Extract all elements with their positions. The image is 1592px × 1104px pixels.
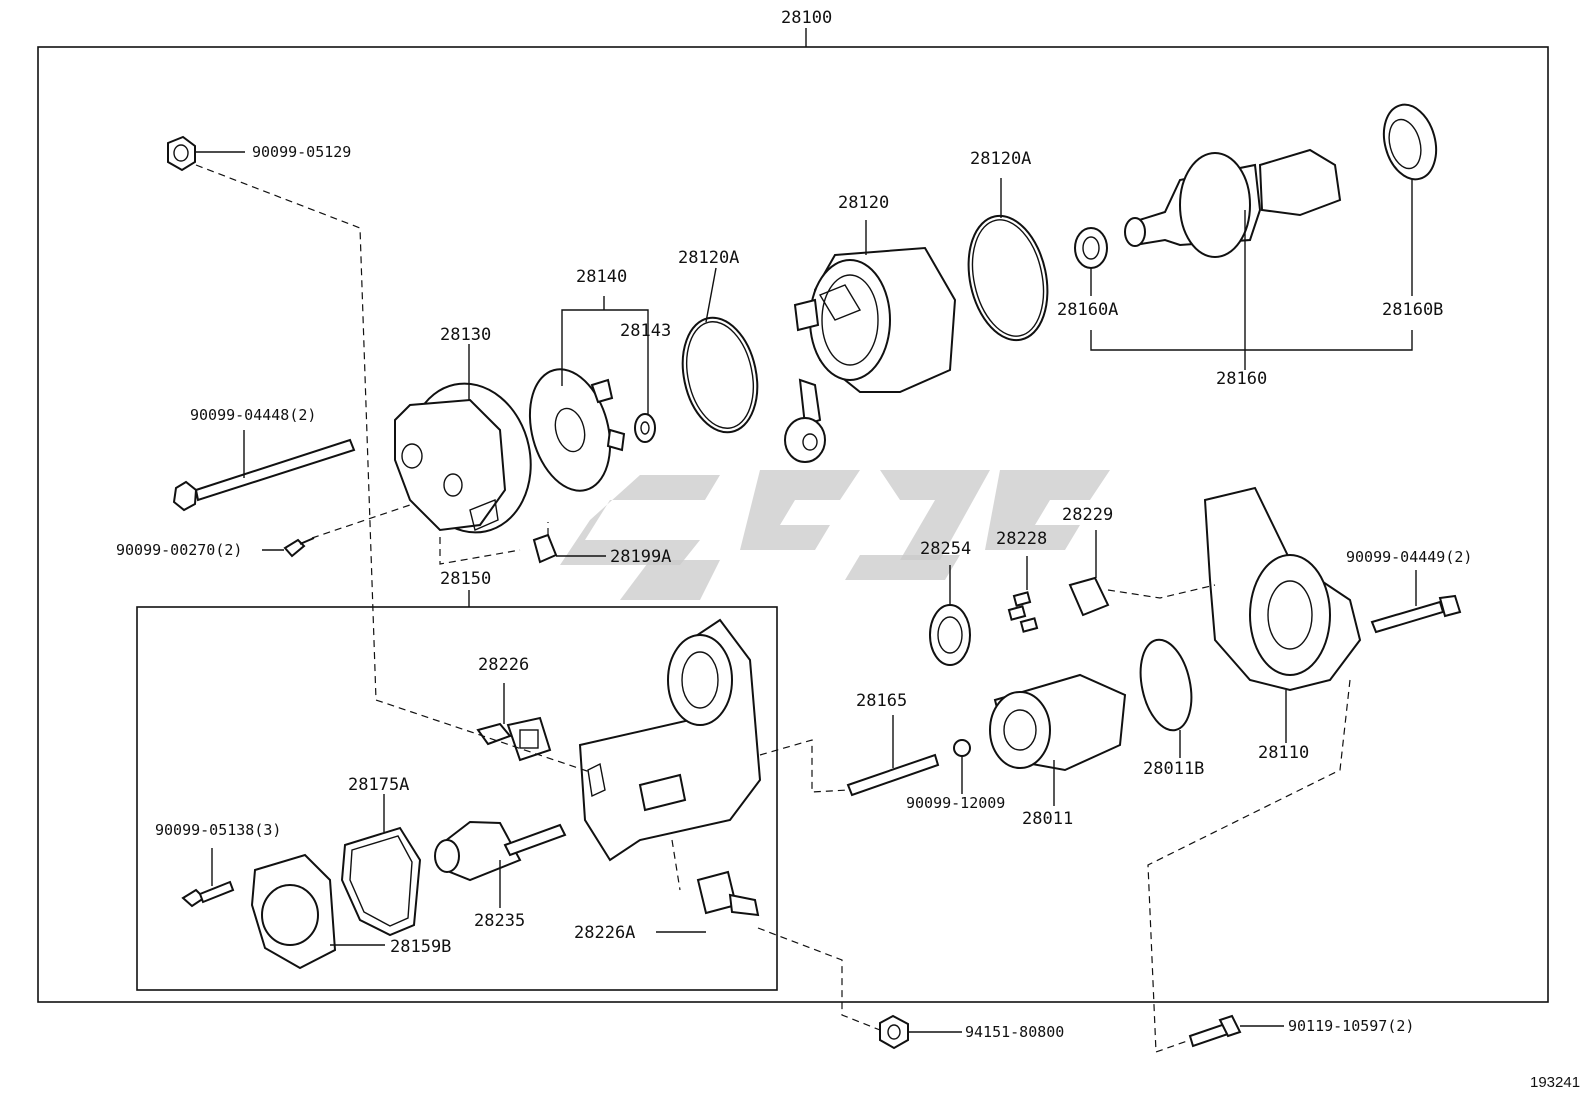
label-brush-spring: 28143 bbox=[620, 321, 671, 341]
label-nut-bottom: 94151-80800 bbox=[965, 1023, 1064, 1041]
label-terminal-2: 28226A bbox=[574, 923, 635, 943]
terminal-28226 bbox=[476, 683, 552, 762]
gasket bbox=[340, 794, 422, 937]
watermark-logo bbox=[560, 470, 1110, 600]
label-clutch: 28011 bbox=[1022, 809, 1073, 829]
label-bearing-front: 28160A bbox=[1057, 300, 1118, 320]
end-frame bbox=[394, 344, 532, 534]
label-ball: 90099-12009 bbox=[906, 794, 1005, 812]
label-plunger: 28235 bbox=[474, 911, 525, 931]
label-end-frame: 28130 bbox=[440, 325, 491, 345]
bearing-front bbox=[1074, 227, 1108, 296]
nut-bottom bbox=[879, 1014, 962, 1050]
plunger bbox=[434, 820, 567, 908]
label-roller: 28228 bbox=[996, 529, 1047, 549]
cover bbox=[250, 853, 385, 970]
bolt-bottom bbox=[1188, 1014, 1284, 1048]
cover-screw bbox=[181, 848, 235, 908]
label-armature: 28160 bbox=[1216, 369, 1267, 389]
bracket-28160 bbox=[1090, 330, 1413, 351]
nut-top-left bbox=[167, 135, 245, 172]
switch-frame bbox=[136, 606, 778, 991]
armature bbox=[1124, 148, 1342, 370]
yoke bbox=[784, 220, 957, 463]
plug bbox=[532, 533, 606, 564]
housing bbox=[1203, 486, 1362, 743]
oring-left bbox=[681, 267, 759, 434]
brush-spring bbox=[634, 413, 656, 443]
gear bbox=[929, 565, 971, 666]
dashed-guides bbox=[195, 164, 1351, 1053]
label-plug: 28199A bbox=[610, 547, 671, 567]
clutch bbox=[989, 673, 1127, 806]
label-bolt-bottom: 90119-10597(2) bbox=[1288, 1017, 1414, 1035]
brush-holder bbox=[528, 296, 649, 492]
terminal-28226A bbox=[656, 870, 760, 933]
through-bolt bbox=[172, 430, 356, 512]
retainer bbox=[1068, 530, 1110, 617]
label-terminal-1: 28226 bbox=[478, 655, 529, 675]
label-oring-left: 28120A bbox=[678, 248, 739, 268]
rollers bbox=[1007, 556, 1039, 633]
label-through-bolt: 90099-04448(2) bbox=[190, 406, 316, 424]
label-screw: 90099-00270(2) bbox=[116, 541, 242, 559]
label-cover-screw: 90099-05138(3) bbox=[155, 821, 281, 839]
oring-housing bbox=[1139, 638, 1193, 758]
label-gasket: 28175A bbox=[348, 775, 409, 795]
label-bearing-rear: 28160B bbox=[1382, 300, 1443, 320]
figure-number: 193241 bbox=[1530, 1074, 1580, 1091]
label-spring: 28165 bbox=[856, 691, 907, 711]
housing-bolt bbox=[1370, 570, 1462, 634]
label-oring-right: 28120A bbox=[970, 149, 1031, 169]
oring-right bbox=[967, 178, 1049, 342]
spring bbox=[846, 715, 940, 797]
label-cover: 28159B bbox=[390, 937, 451, 957]
label-housing: 28110 bbox=[1258, 743, 1309, 763]
assembly-frame bbox=[37, 46, 1549, 1003]
screw-small bbox=[262, 537, 315, 558]
label-brush-holder: 28140 bbox=[576, 267, 627, 287]
label-housing-bolt: 90099-04449(2) bbox=[1346, 548, 1472, 566]
label-yoke: 28120 bbox=[838, 193, 889, 213]
label-gear: 28254 bbox=[920, 539, 971, 559]
switch-housing bbox=[578, 618, 762, 862]
ball bbox=[953, 739, 971, 794]
bearing-rear bbox=[1382, 103, 1438, 296]
label-retainer: 28229 bbox=[1062, 505, 1113, 525]
label-oring-housing: 28011B bbox=[1143, 759, 1204, 779]
label-assembly: 28100 bbox=[781, 8, 832, 28]
label-bolt-top-left: 90099-05129 bbox=[252, 143, 351, 161]
label-magnetic-switch: 28150 bbox=[440, 569, 491, 589]
